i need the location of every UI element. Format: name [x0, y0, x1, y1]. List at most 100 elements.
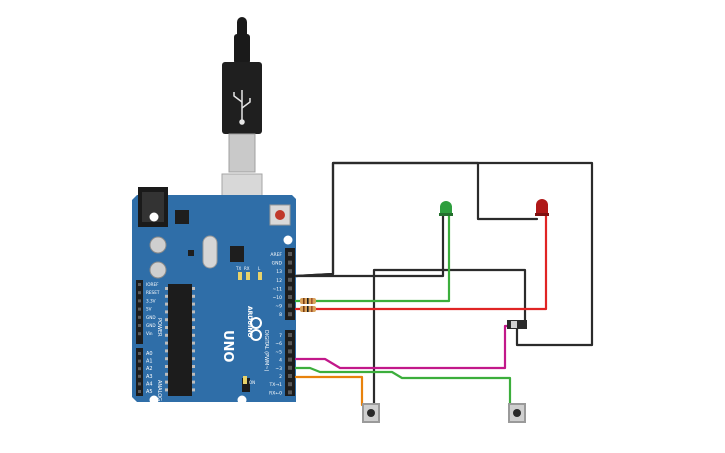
wire-green-pin3[interactable] [294, 366, 512, 407]
chip-pin [165, 357, 168, 361]
digital-pin[interactable] [288, 269, 292, 274]
digital-pin-label: ~11 [273, 286, 283, 292]
chip-pin [165, 380, 168, 384]
analog-pin[interactable] [138, 359, 141, 363]
digital-pin[interactable] [288, 341, 292, 346]
digital-pin-label: 13 [276, 269, 282, 275]
slide-switch[interactable] [507, 320, 527, 329]
digital-pin[interactable] [288, 295, 292, 299]
wire-red-pin10[interactable] [294, 214, 548, 311]
mounting-hole [149, 212, 159, 222]
mounting-hole [283, 235, 293, 245]
wire-black-gnd-led[interactable] [294, 213, 445, 278]
power-pin-label: GND [146, 323, 156, 328]
wire-magenta-pin5[interactable] [294, 324, 512, 370]
chip-pin [165, 302, 168, 306]
chip-pin [192, 302, 195, 306]
digital-pin[interactable] [288, 357, 292, 362]
digital-pin[interactable] [288, 312, 292, 317]
rx-led [246, 272, 250, 280]
power-pin[interactable] [138, 283, 141, 286]
crystal [202, 235, 218, 269]
digital-pin-label: 7 [279, 333, 282, 339]
analog-pin-label: A2 [146, 366, 153, 372]
analog-pin-label: A5 [146, 389, 153, 395]
capacitor [149, 236, 167, 254]
analog-pin[interactable] [138, 390, 141, 393]
chip-pin [192, 294, 195, 298]
chip-pin [165, 372, 168, 376]
resistor-red[interactable] [300, 306, 316, 312]
analog-pin-label: A3 [146, 374, 153, 380]
power-pin-label: GND [146, 315, 156, 320]
digital-pin-label: GND [272, 261, 283, 267]
power-pin[interactable] [138, 307, 141, 311]
chip-pin [192, 388, 195, 392]
capacitor [149, 261, 167, 279]
power-pin[interactable] [138, 315, 141, 319]
wire-black-red-led-loop[interactable] [294, 161, 594, 347]
power-pin[interactable] [138, 324, 141, 327]
push-button-right[interactable] [508, 403, 526, 423]
wire-green-pin11[interactable] [294, 213, 451, 303]
digital-pin[interactable] [288, 349, 292, 354]
digital-pin[interactable] [288, 286, 292, 291]
digital-pin[interactable] [288, 303, 292, 308]
resistor-green[interactable] [300, 298, 316, 304]
wires [294, 161, 594, 407]
digital-header-bottom [285, 330, 295, 396]
push-button-left[interactable] [362, 403, 380, 423]
digital-pin[interactable] [288, 333, 292, 337]
digital-pin[interactable] [288, 390, 292, 395]
mounting-hole [237, 395, 247, 405]
chip-pin [165, 326, 168, 329]
green-led[interactable] [439, 201, 453, 216]
digital-pin-label: AREF [270, 252, 282, 258]
digital-pin[interactable] [288, 277, 292, 282]
power-pin-label: RESET [146, 290, 160, 295]
power-pin-label: 5V [146, 307, 152, 312]
digital-pin[interactable] [288, 252, 292, 256]
digital-pin[interactable] [288, 382, 292, 387]
model-label: UNO [220, 330, 235, 363]
chip-pin [165, 333, 168, 337]
analog-pin[interactable] [138, 367, 141, 371]
digital-pin[interactable] [288, 365, 292, 370]
digital-pin-label: ~9 [275, 304, 282, 310]
chip-pin [165, 349, 168, 353]
l-led [258, 272, 262, 280]
analog-pin[interactable] [138, 382, 141, 386]
analog-pin[interactable] [138, 374, 141, 378]
usb-icon [233, 90, 251, 125]
analog-title: ANALOG IN [156, 380, 162, 408]
analog-pin[interactable] [138, 352, 141, 355]
chip-pin [165, 341, 168, 345]
chip-pin [165, 388, 168, 392]
red-led[interactable] [535, 199, 549, 216]
atmega-chip [168, 284, 192, 396]
digital-pin[interactable] [288, 374, 292, 378]
digital-pin-label: TX→1 [269, 382, 283, 388]
wire-orange-pin2[interactable] [294, 375, 364, 407]
arduino-uno-board[interactable]: TX RX L ON ARDUINO UNO AREFGND1312~11~10… [132, 187, 296, 408]
power-pin[interactable] [138, 291, 141, 295]
power-header [136, 280, 143, 344]
arduino-logo-icon [250, 317, 262, 341]
usb-chip [230, 246, 244, 262]
chip-pin [192, 372, 195, 376]
regulator-chip [175, 210, 189, 224]
analog-header [136, 348, 143, 396]
digital-header-top [285, 248, 295, 320]
power-title: POWER [156, 318, 162, 337]
rx-label: RX [244, 266, 250, 271]
power-pin[interactable] [138, 332, 141, 336]
mounting-hole [149, 395, 159, 405]
on-led [243, 376, 247, 384]
brand-label: ARDUINO [246, 306, 253, 337]
power-pin[interactable] [138, 299, 141, 303]
reset-button[interactable] [269, 204, 291, 226]
digital-pin-label: 4 [279, 358, 282, 364]
chip-pin [192, 341, 195, 345]
digital-pin[interactable] [288, 260, 292, 265]
